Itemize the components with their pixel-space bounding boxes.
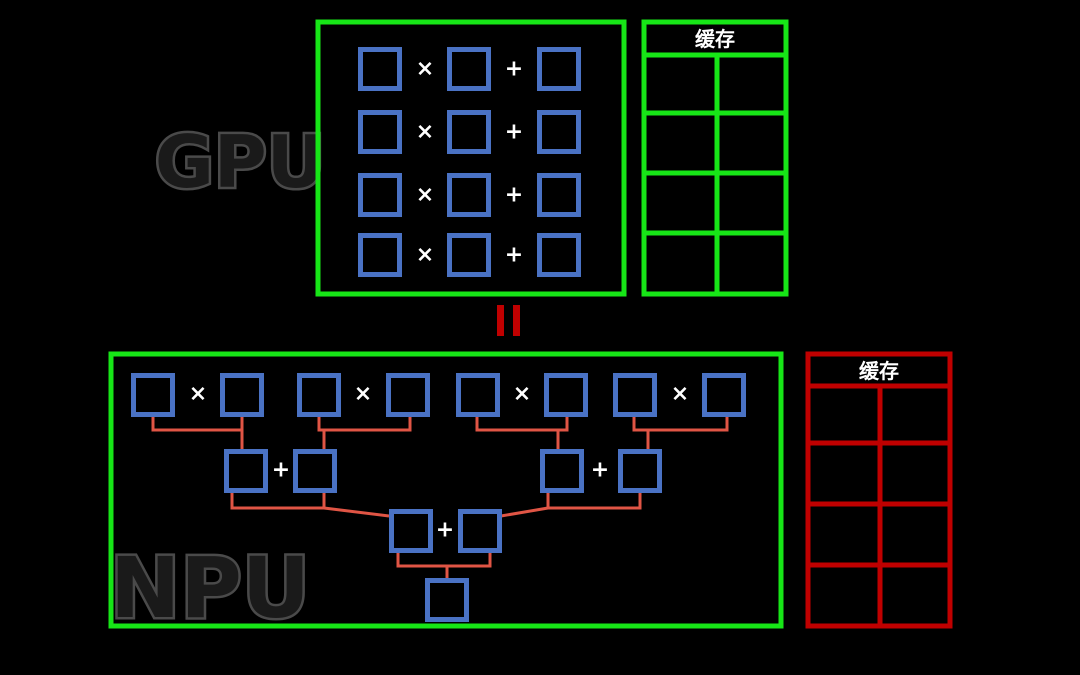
plus-sign: +	[591, 458, 609, 483]
multiply-sign: ×	[416, 243, 434, 268]
npu-add-unit	[540, 449, 584, 493]
plus-sign: +	[436, 518, 454, 543]
npu-add-unit	[293, 449, 337, 493]
npu-mul-unit	[386, 373, 430, 417]
plus-sign: +	[505, 183, 523, 208]
gpu-unit	[447, 173, 491, 217]
connector-line	[546, 492, 642, 510]
npu-mul-unit	[131, 373, 175, 417]
multiply-sign: ×	[416, 57, 434, 82]
npu-cache	[805, 351, 953, 629]
npu-output-unit	[425, 578, 469, 622]
multiply-sign: ×	[513, 382, 531, 407]
gpu-unit	[358, 47, 402, 91]
multiply-sign: ×	[416, 183, 434, 208]
gpu-unit	[358, 233, 402, 277]
npu-mul-unit	[297, 373, 341, 417]
npu-cache-title: 缓存	[859, 359, 899, 383]
connector-line	[317, 415, 412, 432]
connector-line	[151, 415, 244, 432]
gpu-cache-title: 缓存	[695, 27, 735, 51]
gpu-cache	[641, 19, 789, 297]
gpu-unit	[537, 173, 581, 217]
gpu-unit	[358, 110, 402, 154]
connector-line	[323, 506, 390, 518]
plus-sign: +	[505, 57, 523, 82]
plus-sign: +	[505, 243, 523, 268]
equals-sign	[497, 305, 520, 336]
npu-add-unit	[618, 449, 662, 493]
npu-mul-unit	[456, 373, 500, 417]
npu-mul-unit	[702, 373, 746, 417]
multiply-sign: ×	[354, 382, 372, 407]
npu-units: × × × × + + +	[131, 373, 746, 622]
connector-line	[475, 415, 569, 432]
connector-line	[230, 492, 326, 510]
npu-mul-unit	[544, 373, 588, 417]
gpu-frame	[315, 19, 627, 297]
npu-add-unit	[458, 509, 502, 553]
npu-mul-unit	[220, 373, 264, 417]
multiply-sign: ×	[189, 382, 207, 407]
gpu-units: × + × + × + × +	[358, 47, 581, 277]
connector-line	[500, 506, 549, 518]
multiply-sign: ×	[416, 120, 434, 145]
plus-sign: +	[272, 458, 290, 483]
gpu-unit	[358, 173, 402, 217]
gpu-unit	[537, 110, 581, 154]
gpu-unit	[537, 47, 581, 91]
npu-add-unit	[389, 509, 433, 553]
npu-connectors	[151, 415, 729, 580]
npu-frame	[108, 351, 784, 629]
npu-mul-unit	[613, 373, 657, 417]
plus-sign: +	[505, 120, 523, 145]
connector-line	[632, 415, 729, 432]
gpu-unit	[447, 233, 491, 277]
multiply-sign: ×	[671, 382, 689, 407]
npu-add-unit	[224, 449, 268, 493]
gpu-unit	[447, 110, 491, 154]
npu-label: NPU	[110, 539, 310, 637]
gpu-unit	[537, 233, 581, 277]
gpu-unit	[447, 47, 491, 91]
gpu-label: GPU	[155, 120, 325, 204]
connector-line	[396, 551, 492, 568]
